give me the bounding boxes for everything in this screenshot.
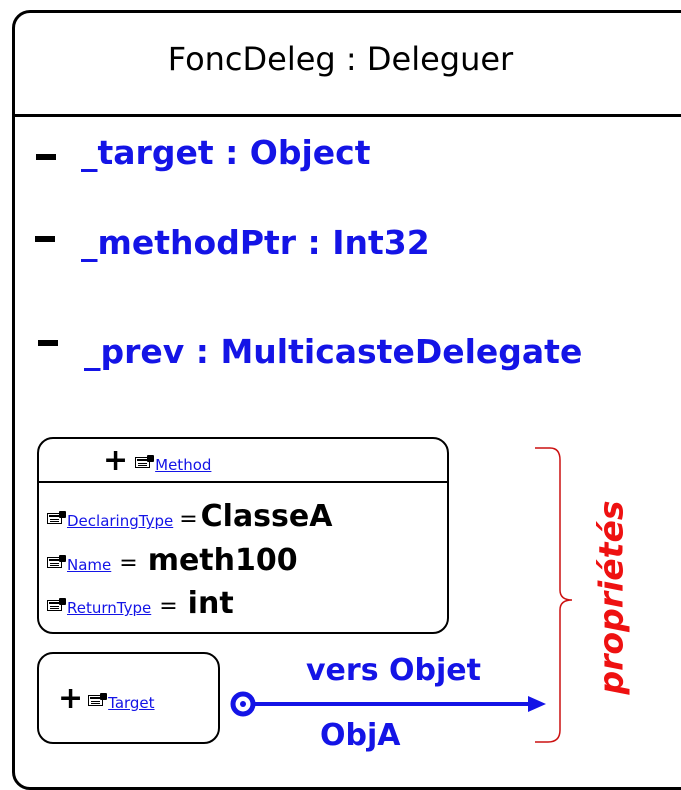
plus-icon[interactable]: + [58, 681, 84, 716]
target-row: + Target [58, 684, 155, 714]
diagram-graphics [230, 447, 573, 743]
field-prev: _prev : MulticasteDelegate [84, 332, 583, 371]
properties-brace [535, 447, 573, 743]
returntype-link[interactable]: ReturnType [67, 599, 152, 617]
property-icon [46, 598, 66, 613]
property-icon [87, 693, 108, 708]
method-box-divider [39, 481, 447, 483]
method-box [37, 437, 449, 634]
property-icon [46, 511, 66, 526]
property-row-declaringtype: DeclaringType = ClasseA [46, 499, 332, 534]
equals-sign: = [159, 594, 178, 619]
header-divider [12, 114, 681, 117]
method-header: + Method [103, 446, 211, 476]
property-row-name: Name = meth100 [46, 543, 298, 578]
class-title: FoncDeleg : Deleguer [167, 40, 514, 78]
method-link[interactable]: Method [155, 456, 212, 474]
field-marker-methodptr [35, 236, 55, 242]
arrow-label-top: vers Objet [306, 653, 481, 688]
name-link[interactable]: Name [67, 556, 112, 574]
field-marker-target [36, 154, 56, 160]
field-methodptr: _methodPtr : Int32 [81, 223, 430, 262]
property-row-returntype: ReturnType = int [46, 586, 234, 621]
declaringtype-link[interactable]: DeclaringType [67, 512, 174, 530]
returntype-value: int [187, 586, 234, 621]
brace-label-wrap: propriétés [531, 500, 681, 694]
target-link[interactable]: Target [108, 694, 155, 712]
name-value: meth100 [147, 543, 298, 578]
target-box [37, 652, 220, 744]
property-icon [134, 455, 155, 470]
property-icon [46, 555, 66, 570]
field-marker-prev [38, 340, 58, 346]
declaringtype-value: ClasseA [200, 499, 333, 534]
arrow-head [528, 696, 546, 712]
circle-connector-icon [230, 691, 256, 717]
equals-sign: = [119, 551, 138, 576]
equals-sign: = [179, 507, 198, 532]
plus-icon[interactable]: + [103, 443, 129, 478]
arrow-label-bottom: ObjA [320, 718, 401, 753]
field-target: _target : Object [81, 133, 371, 172]
properties-label: propriétés [591, 500, 631, 694]
